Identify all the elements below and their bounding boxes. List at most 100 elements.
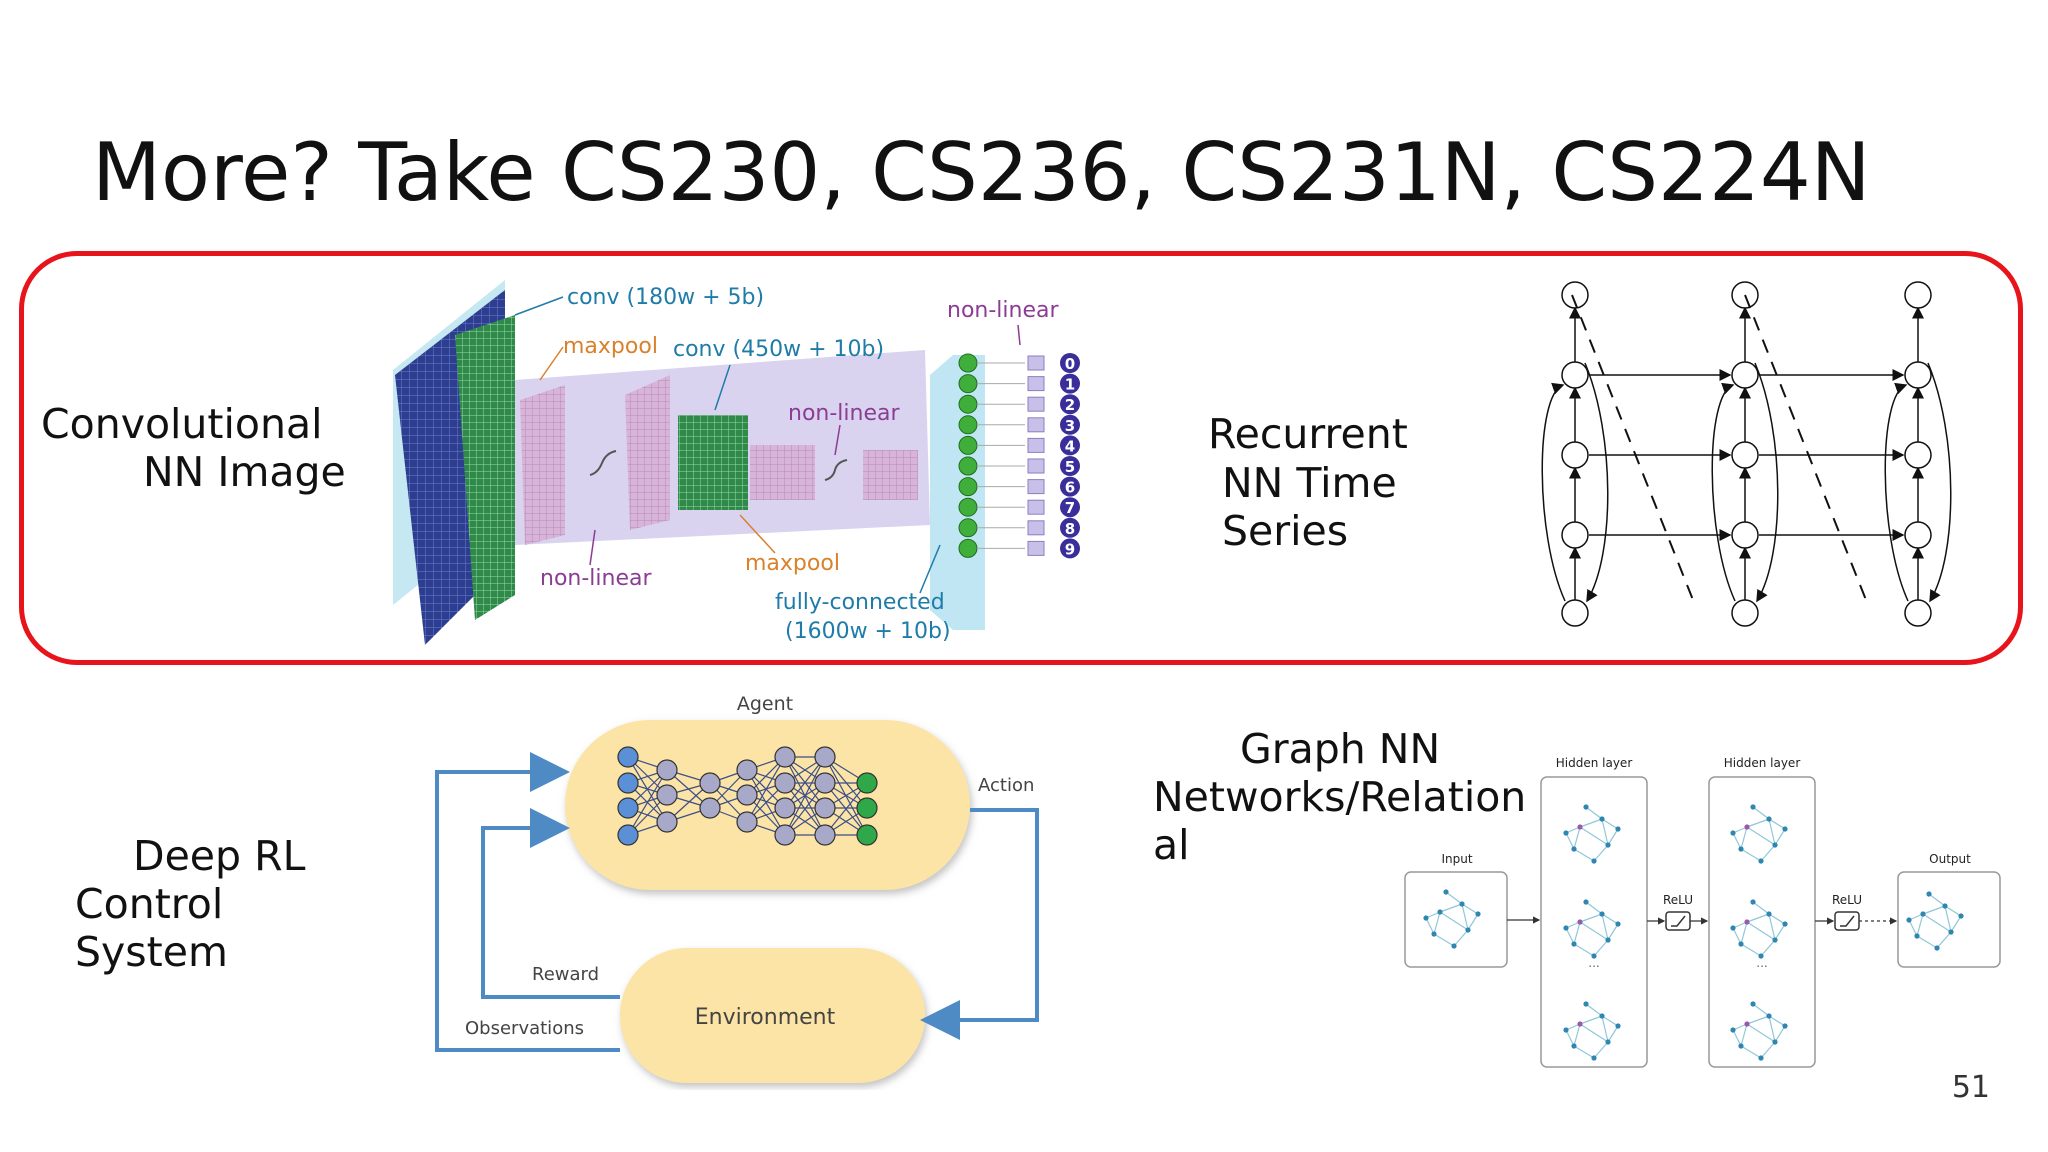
drl-label-line3: System [75, 928, 228, 976]
activation-box [1027, 355, 1045, 371]
graph-node [1577, 919, 1583, 925]
rnn-label-line2: NN Time [1222, 459, 1397, 507]
agent-neuron [617, 746, 639, 768]
graph-node [1782, 1023, 1788, 1029]
activation-box [1027, 417, 1045, 433]
graph-node [1744, 824, 1750, 830]
agent-neuron [774, 797, 796, 819]
graph-node [1772, 1039, 1778, 1045]
graph-node [1942, 903, 1948, 909]
output-digit-badge [1060, 353, 1080, 373]
environment-box [620, 948, 925, 1083]
graph-node [1571, 1043, 1577, 1049]
agent-neuron [656, 759, 678, 781]
page-number: 51 [1951, 1070, 1990, 1105]
graph-node [1906, 917, 1912, 923]
output-digit-badge [1060, 538, 1080, 559]
graph-node [1750, 899, 1756, 905]
agent-neuron [736, 811, 758, 833]
dashed-dependency-2 [1744, 294, 1869, 606]
cnn-label-line2: NN Image [143, 448, 346, 496]
output-digit: 3 [1065, 417, 1075, 435]
output-digit-badge [1060, 517, 1080, 538]
rnn-node [1731, 441, 1759, 469]
agent-neuron [774, 746, 796, 768]
rnn-node [1731, 361, 1759, 389]
graph-node [1599, 1013, 1605, 1019]
gnn-input-box [1404, 871, 1508, 968]
graph-node [1750, 804, 1756, 810]
output-digit: 5 [1065, 458, 1075, 476]
graph-node [1934, 945, 1940, 951]
fc-annotation-line2: (1600w + 10b) [785, 619, 951, 644]
fc-neuron [958, 374, 978, 394]
maxpool-maps-2 [863, 450, 918, 500]
agent-neuron [814, 824, 836, 846]
graph-node [1605, 937, 1611, 943]
activation-box [1027, 499, 1045, 515]
drl-diagram: Agent Environment Action Reward Observat… [435, 693, 1039, 1083]
output-digit: 1 [1065, 376, 1075, 394]
output-digit-badge [1060, 456, 1080, 476]
agent-neuron [774, 772, 796, 794]
agent-neuron [656, 811, 678, 833]
fc-neuron [958, 435, 978, 455]
graph-node [1605, 1039, 1611, 1045]
agent-neuron [617, 772, 639, 794]
gnn-diagram: Input Hidden layer Hidden layer ReLU ReL… [1404, 756, 2001, 1068]
agent-neuron [656, 784, 678, 806]
graph-node [1920, 911, 1926, 917]
observations-label: Observations [465, 1018, 584, 1039]
graph-node [1591, 953, 1597, 959]
graph-node [1431, 931, 1437, 937]
output-digit-badge [1060, 394, 1080, 415]
rnn-node [1904, 281, 1932, 309]
activation-box [1027, 396, 1045, 412]
gnn-output-box [1897, 871, 2001, 968]
fc-neuron [958, 477, 978, 497]
output-digit: 4 [1065, 437, 1075, 455]
graph-node [1958, 913, 1964, 919]
graph-node [1772, 842, 1778, 848]
graph-node [1782, 921, 1788, 927]
highlight-box [19, 251, 2023, 665]
fc-neuron [958, 456, 978, 476]
graph-node [1758, 953, 1764, 959]
activation-box [1027, 520, 1045, 536]
conv2-feature-maps [678, 415, 748, 510]
graph-node [1730, 830, 1736, 836]
conv2-annotation: conv (450w + 10b) [673, 337, 884, 362]
output-digit-badge [1060, 373, 1080, 394]
graph-node [1750, 1001, 1756, 1007]
graph-node [1744, 1021, 1750, 1027]
graph-node [1577, 824, 1583, 830]
graph-node [1738, 941, 1744, 947]
agent-neuron [814, 746, 836, 768]
graph-node [1615, 1023, 1621, 1029]
agent-neuron [699, 797, 721, 819]
graph-node [1605, 842, 1611, 848]
gnn-hidden1-label: Hidden layer [1556, 756, 1633, 770]
fc-annotation-line1: fully-connected [775, 590, 945, 615]
graph-node [1577, 1021, 1583, 1027]
output-digit: 7 [1065, 499, 1075, 517]
rnn-diagram [1541, 281, 1952, 627]
relu2-icon [1834, 911, 1860, 931]
rnn-node [1904, 599, 1932, 627]
agent-neuron [736, 784, 758, 806]
fc-neuron [958, 353, 978, 373]
agent-neuron [856, 797, 878, 819]
output-digit-badge [1060, 497, 1080, 518]
graph-node [1583, 899, 1589, 905]
gnn-output-label: Output [1929, 852, 1971, 866]
graph-node [1599, 911, 1605, 917]
output-digit-badge [1060, 476, 1080, 497]
reward-label: Reward [532, 964, 599, 985]
graph-node [1758, 858, 1764, 864]
graph-node [1926, 891, 1932, 897]
graph-node [1948, 929, 1954, 935]
rnn-label-line3: Series [1222, 507, 1349, 555]
graph-node [1615, 921, 1621, 927]
gnn-ellipsis-2: ... [1756, 956, 1767, 970]
gnn-hidden1-box [1540, 776, 1648, 1068]
